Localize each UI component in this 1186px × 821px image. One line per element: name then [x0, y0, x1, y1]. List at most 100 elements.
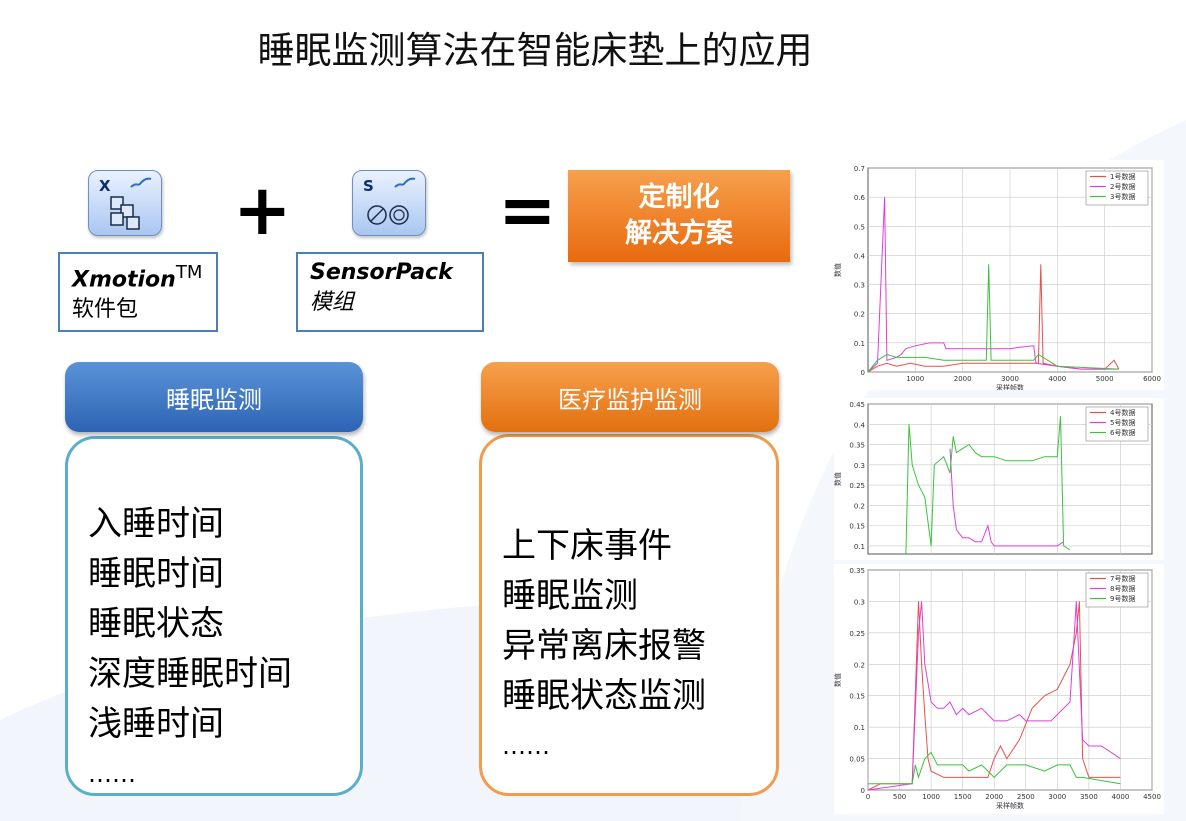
sleep-items-list: 入睡时间 睡眠时间 睡眠状态 深度睡眠时间 浅睡时间 …… — [88, 499, 360, 799]
x-tick-label: 3500 — [1080, 793, 1098, 801]
sensorpack-label: SensorPack 模组 — [296, 252, 484, 332]
xmotion-name: Xmotion — [72, 267, 176, 293]
y-tick-label: 0 — [861, 369, 865, 377]
sleep-monitoring-card: 入睡时间 睡眠时间 睡眠状态 深度睡眠时间 浅睡时间 …… — [65, 436, 363, 796]
x-tick-label: 0 — [866, 793, 870, 801]
sensorpack-desc: 模组 — [310, 290, 355, 315]
list-item: 浅睡时间 — [88, 704, 224, 744]
legend-entry: 7号数据 — [1110, 574, 1135, 583]
legend-entry: 6号数据 — [1110, 428, 1135, 437]
legend-entry: 9号数据 — [1110, 594, 1135, 603]
legend-entry: 2号数据 — [1110, 182, 1135, 191]
custom-solution-box: 定制化 解决方案 — [568, 170, 790, 262]
legend-entry: 5号数据 — [1110, 418, 1135, 427]
y-tick-label: 0.15 — [849, 523, 865, 531]
legend-entry: 3号数据 — [1110, 192, 1135, 201]
equals-sign: = — [498, 169, 557, 251]
y-tick-label: 0.4 — [854, 252, 866, 260]
y-tick-label: 0.25 — [849, 630, 865, 638]
xmotion-label: XmotionTM 软件包 — [58, 252, 218, 332]
y-tick-label: 0.35 — [849, 567, 865, 575]
xmotion-trademark: TM — [175, 262, 203, 283]
xmotion-app-icon: X — [88, 170, 162, 236]
x-tick-label: 1500 — [954, 793, 972, 801]
series-line — [867, 197, 1119, 373]
sensorpack-icon-letter: S — [363, 177, 374, 195]
xmotion-desc: 软件包 — [72, 297, 139, 323]
list-item: …… — [502, 732, 550, 760]
legend-entry: 4号数据 — [1110, 408, 1135, 417]
sensor-icon — [367, 177, 416, 225]
y-tick-label: 0.2 — [854, 502, 865, 510]
chart-3-svg: 0 0.05 0.1 0.15 0.2 0.25 0.3 0.35 0 500 1000 1500 20… — [834, 567, 1161, 810]
medical-items-list: 上下床事件 睡眠监测 异常离床报警 睡眠状态监测 …… — [502, 521, 776, 771]
legend-entry: 8号数据 — [1110, 584, 1135, 593]
list-item: 异常离床报警 — [502, 626, 706, 666]
xmotion-icon-letter: X — [99, 177, 111, 195]
x-tick-label: 1000 — [906, 375, 924, 383]
x-tick-label: 2000 — [985, 793, 1003, 801]
chart-3: 0 0.05 0.1 0.15 0.2 0.25 0.3 0.35 0 500 1000 1500 20… — [834, 564, 1164, 814]
x-tick-label: 2000 — [954, 375, 972, 383]
series-line — [949, 448, 1064, 547]
y-tick-label: 0.3 — [854, 598, 865, 606]
x-tick-label: 5000 — [1096, 375, 1114, 383]
list-item: 睡眠监测 — [502, 576, 638, 616]
x-tick-label: 3000 — [1048, 793, 1066, 801]
medical-monitoring-header: 医疗监护监测 — [481, 362, 779, 432]
x-tick-label: 500 — [893, 793, 906, 801]
list-item: 上下床事件 — [502, 526, 672, 566]
solution-line-2: 解决方案 — [625, 218, 733, 249]
y-tick-label: 0.6 — [854, 194, 866, 202]
x-tick-label: 6000 — [1143, 375, 1161, 383]
y-tick-label: 0.25 — [849, 482, 865, 490]
sensorpack-app-icon: S — [352, 170, 426, 236]
sensorpack-name: SensorPack — [310, 260, 453, 285]
x-tick-label: 1000 — [922, 793, 940, 801]
series-line — [867, 601, 1121, 791]
x-axis-label: 采样帧数 — [996, 801, 1024, 810]
sleep-monitoring-header: 睡眠监测 — [65, 362, 363, 432]
y-tick-label: 0.2 — [854, 661, 865, 669]
cubes-icon — [110, 177, 152, 230]
series-line — [905, 416, 1071, 555]
chart-2-svg: 0.1 0.15 0.2 0.25 0.3 0.35 0.4 0.45 数值 4号数据5号数据6号… — [834, 401, 1153, 555]
y-tick-label: 0.1 — [854, 340, 865, 348]
y-tick-label: 0.7 — [854, 165, 865, 173]
list-item: 睡眠时间 — [88, 554, 224, 594]
list-item: 入睡时间 — [88, 504, 224, 544]
list-item: 深度睡眠时间 — [88, 654, 292, 694]
y-tick-label: 0.15 — [849, 693, 865, 701]
legend-entry: 1号数据 — [1110, 172, 1135, 181]
x-tick-label: 4000 — [1112, 793, 1130, 801]
y-tick-label: 0.5 — [854, 223, 865, 231]
solution-line-1: 定制化 — [638, 182, 720, 213]
y-tick-label: 0.1 — [854, 543, 865, 551]
y-axis-label: 数值 — [834, 673, 842, 687]
y-axis-label: 数值 — [834, 263, 842, 277]
y-tick-label: 0.2 — [854, 311, 865, 319]
x-tick-label: 2500 — [1017, 793, 1035, 801]
y-axis-label: 数值 — [834, 472, 842, 486]
y-tick-label: 0.1 — [854, 724, 865, 732]
series-line — [868, 751, 1121, 785]
medical-monitoring-card: 上下床事件 睡眠监测 异常离床报警 睡眠状态监测 …… — [479, 434, 779, 796]
list-item: 睡眠状态 — [88, 604, 224, 644]
y-tick-label: 0.3 — [854, 462, 865, 470]
y-tick-label: 0.05 — [849, 756, 865, 764]
y-tick-label: 0.45 — [849, 401, 865, 409]
series-line — [867, 264, 1119, 373]
y-tick-label: 0 — [861, 787, 865, 795]
x-tick-label: 4500 — [1143, 793, 1161, 801]
y-tick-label: 0.4 — [854, 421, 866, 429]
list-item: …… — [88, 760, 136, 788]
page-title: 睡眠监测算法在智能床垫上的应用 — [257, 29, 813, 72]
list-item: 睡眠状态监测 — [502, 676, 706, 716]
x-tick-label: 3000 — [1001, 375, 1019, 383]
x-axis-label: 采样帧数 — [996, 383, 1024, 390]
y-tick-label: 0.35 — [849, 442, 865, 450]
x-tick-label: 4000 — [1048, 375, 1066, 383]
